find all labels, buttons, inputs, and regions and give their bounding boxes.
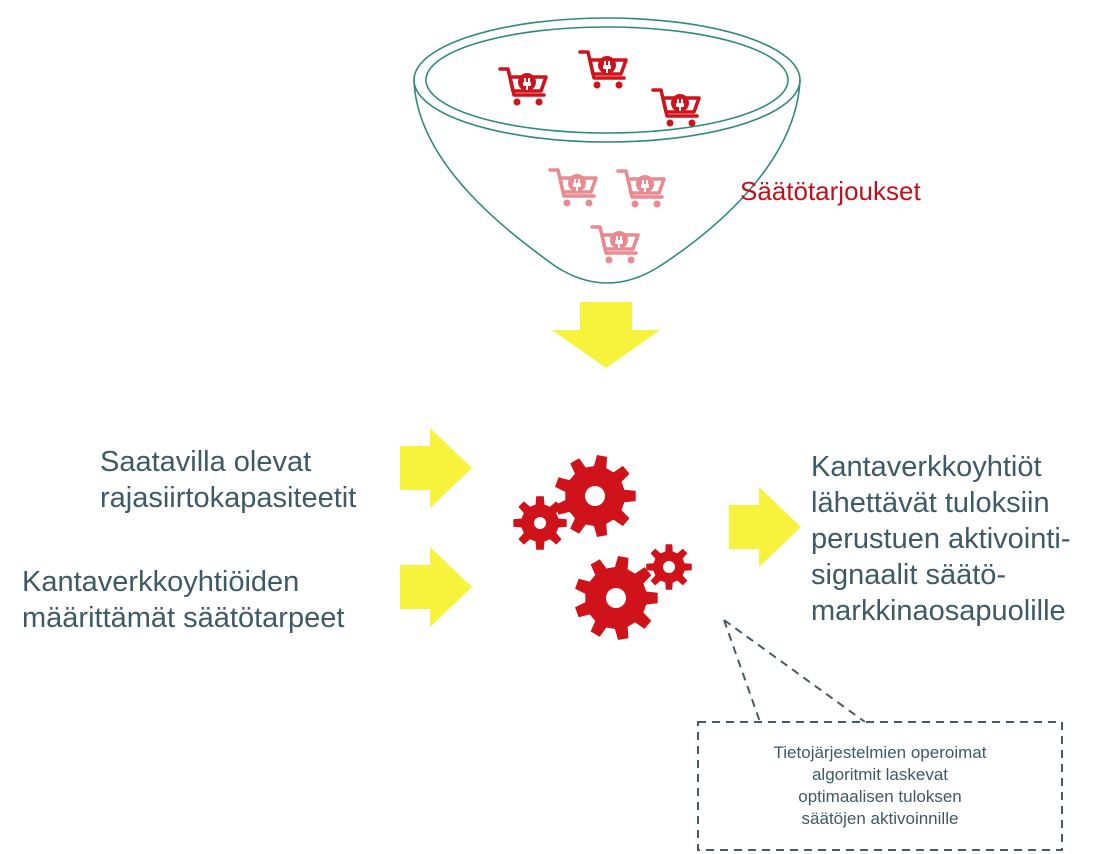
output-line: markkinaosapuolille bbox=[811, 595, 1066, 627]
input-capacities-line: Saatavilla olevat bbox=[100, 446, 312, 478]
cart-icon bbox=[498, 67, 548, 108]
gear-hole bbox=[534, 517, 546, 529]
callout-line: algoritmit laskevat bbox=[811, 765, 949, 784]
funnel-outer-rim bbox=[413, 17, 801, 143]
output-arrow-icon bbox=[729, 487, 801, 567]
gear-icon bbox=[513, 496, 567, 550]
cart-icon bbox=[616, 169, 666, 210]
output-line: Kantaverkkoyhtiöt bbox=[811, 451, 1042, 483]
gear-icon bbox=[555, 455, 636, 537]
callout-line: säätöjen aktivoinnille bbox=[801, 809, 959, 828]
gear-hole bbox=[585, 486, 605, 506]
input-needs-line: määrittämät säätötarpeet bbox=[22, 602, 345, 634]
gear-hole bbox=[663, 561, 675, 573]
output-line: perustuen aktivointi- bbox=[811, 523, 1071, 555]
gear-hole bbox=[606, 588, 626, 608]
gear-icon bbox=[646, 544, 692, 590]
funnel bbox=[413, 17, 801, 284]
input-needs-line: Kantaverkkoyhtiöiden bbox=[22, 566, 300, 598]
input-capacities-line: rajasiirtokapasiteetit bbox=[100, 482, 357, 514]
callout-line: Tietojärjestelmien operoimat bbox=[773, 743, 987, 762]
down-arrow-icon bbox=[552, 302, 660, 368]
gear-icon bbox=[575, 556, 658, 640]
funnel-inner-rim bbox=[425, 26, 789, 134]
output-line: signaalit säätö- bbox=[811, 559, 1007, 591]
cart-icon bbox=[651, 88, 701, 129]
funnel-outline bbox=[413, 79, 801, 284]
gears bbox=[513, 455, 692, 640]
callout-pointer bbox=[723, 619, 866, 723]
callout-text: Tietojärjestelmien operoimat algoritmit … bbox=[698, 722, 1062, 850]
input-capacities-text: Saatavilla olevat rajasiirtokapasiteetit bbox=[100, 444, 356, 516]
callout-box bbox=[697, 721, 1063, 851]
input-arrow-capacities-icon bbox=[400, 428, 472, 508]
output-text: Kantaverkkoyhtiöt lähettävät tuloksiin p… bbox=[811, 449, 1111, 629]
output-line: lähettävät tuloksiin bbox=[811, 487, 1050, 519]
input-needs-text: Kantaverkkoyhtiöiden määrittämät säätöta… bbox=[22, 564, 344, 636]
cart-icon bbox=[590, 225, 640, 266]
cart-icon bbox=[578, 50, 628, 91]
cart-icon bbox=[548, 168, 598, 209]
bid-carts bbox=[498, 50, 701, 266]
input-arrow-needs-icon bbox=[400, 547, 472, 627]
callout-line: optimaalisen tuloksen bbox=[798, 787, 962, 806]
bids-label: Säätötarjoukset bbox=[740, 176, 921, 206]
